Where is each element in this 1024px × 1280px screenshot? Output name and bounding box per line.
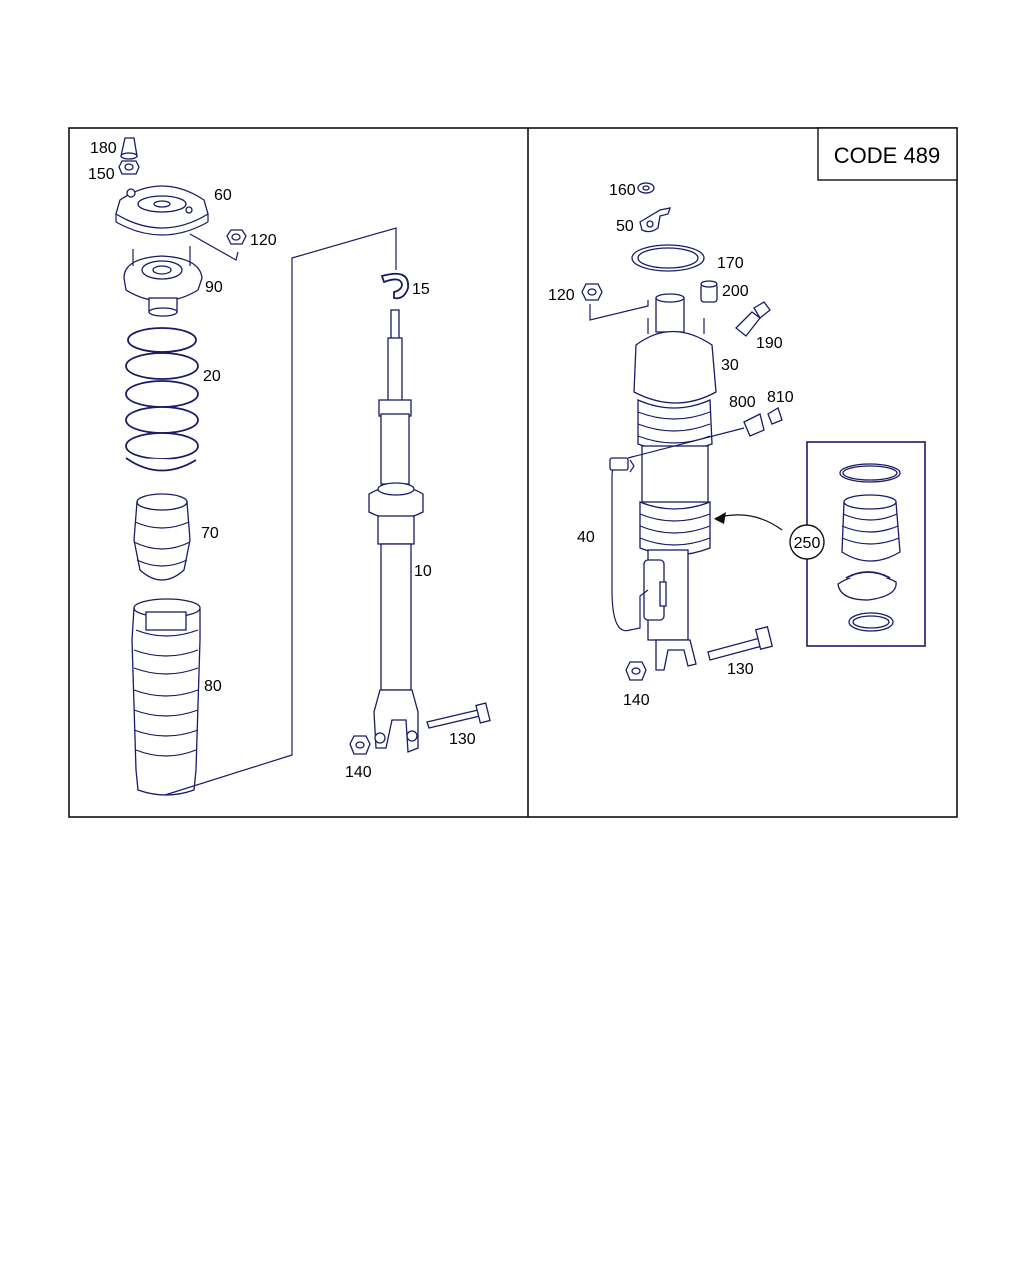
- label-70: 70: [201, 525, 219, 542]
- code-box: [817, 127, 958, 181]
- label-810: 810: [767, 389, 794, 406]
- label-90: 90: [205, 279, 223, 296]
- part-120-nut-right: [581, 283, 603, 301]
- label-60: 60: [214, 187, 232, 204]
- label-170: 170: [717, 255, 744, 272]
- part-800-connector: [743, 413, 765, 437]
- leader-120-right: [589, 300, 649, 321]
- label-50: 50: [616, 218, 634, 235]
- part-150-nut: [118, 160, 140, 175]
- part-70-bump-stop: [133, 493, 191, 581]
- part-140-nut-left: [349, 735, 371, 755]
- label-40: 40: [577, 529, 595, 546]
- part-810-connector: [767, 407, 783, 425]
- part-60-mount-cap: [115, 185, 209, 236]
- label-10: 10: [414, 563, 432, 580]
- part-200-fitting: [700, 280, 718, 303]
- leader-assembly-left: [164, 227, 397, 796]
- label-120-right: 120: [548, 287, 575, 304]
- label-250: 250: [794, 535, 821, 552]
- arrow-250-head: [714, 512, 726, 524]
- part-130-bolt-right: [707, 626, 774, 661]
- label-130-left: 130: [449, 731, 476, 748]
- part-140-nut-right: [625, 661, 647, 681]
- label-200: 200: [722, 283, 749, 300]
- part-10-shock-absorber: [368, 309, 424, 753]
- label-20: 20: [203, 368, 221, 385]
- kit-250-contents: [837, 463, 901, 632]
- label-120-left: 120: [250, 232, 277, 249]
- outer-frame: [68, 127, 958, 818]
- label-800: 800: [729, 394, 756, 411]
- label-130-right: 130: [727, 661, 754, 678]
- part-80-dust-boot: [131, 598, 201, 796]
- label-190: 190: [756, 335, 783, 352]
- part-30-air-strut: [633, 293, 717, 671]
- part-20-coil-spring: [125, 327, 199, 472]
- label-150: 150: [88, 166, 115, 183]
- label-140-right: 140: [623, 692, 650, 709]
- label-15: 15: [412, 281, 430, 298]
- code-label: CODE 489: [834, 143, 940, 168]
- part-40-sensor-line: [609, 427, 745, 632]
- part-180-cap: [120, 137, 138, 160]
- label-180: 180: [90, 140, 117, 157]
- part-50-bracket: [639, 207, 671, 233]
- label-140-left: 140: [345, 764, 372, 781]
- part-160-nut: [637, 182, 655, 194]
- label-30: 30: [721, 357, 739, 374]
- arrow-250: [715, 514, 783, 531]
- callout-250: [789, 524, 825, 560]
- part-190-valve: [735, 301, 771, 337]
- label-80: 80: [204, 678, 222, 695]
- part-90-strut-mount: [123, 246, 203, 317]
- part-170-gasket: [631, 244, 705, 272]
- part-15-retaining-clip: [380, 272, 409, 300]
- part-120-nut-left: [226, 229, 247, 245]
- part-130-bolt-left: [426, 702, 491, 729]
- leader-120-left: [189, 233, 239, 261]
- label-160: 160: [609, 182, 636, 199]
